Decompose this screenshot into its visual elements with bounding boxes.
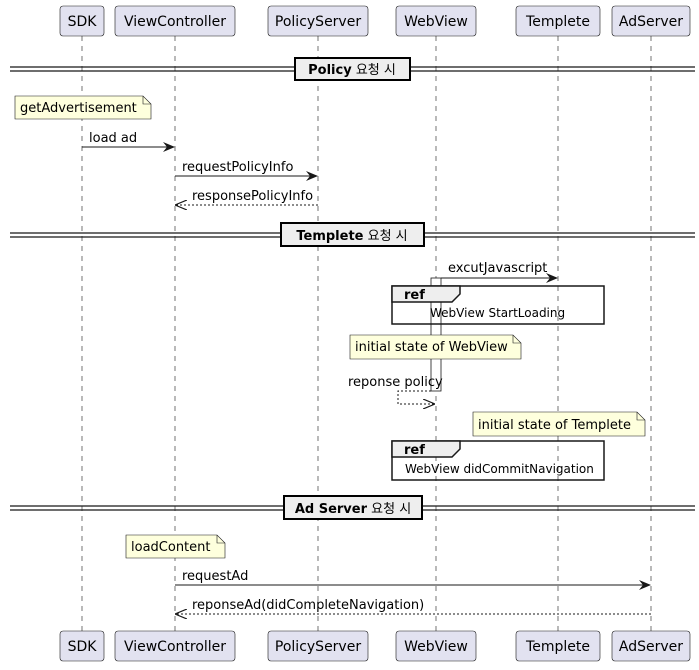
message-excut-javascript: excutJavascript [441, 261, 558, 283]
participant-viewcontroller: ViewController [114, 5, 236, 37]
note-text: initial state of WebView [355, 340, 508, 355]
participant-adserver: AdServer [611, 630, 691, 662]
message-reponse-ad: reponseAd(didCompleteNavigation) [176, 598, 651, 614]
participants-bottom: SDK ViewController PolicyServer WebView … [59, 630, 691, 662]
participant-label: Templete [525, 639, 590, 655]
participant-label: PolicyServer [275, 14, 361, 30]
section-title: Policy 요청 시 [308, 63, 396, 78]
note-text: loadContent [131, 540, 211, 555]
participant-sdk: SDK [59, 630, 105, 662]
message-request-policy-info: requestPolicyInfo [175, 160, 318, 181]
activation-bar-webview [430, 277, 442, 392]
participant-label: SDK [68, 639, 98, 655]
section-divider-templete: Templete 요청 시 [10, 222, 695, 247]
message-label: reponseAd(didCompleteNavigation) [192, 598, 424, 613]
message-label: reponse policy [348, 375, 443, 390]
message-label: requestAd [182, 569, 248, 584]
participant-label: PolicyServer [275, 639, 361, 655]
message-label: load ad [89, 131, 137, 146]
message-load-ad: load ad [82, 131, 175, 152]
participant-label: WebView [404, 639, 468, 655]
message-label: requestPolicyInfo [182, 160, 293, 175]
participant-webview: WebView [395, 5, 477, 37]
participant-label: WebView [404, 14, 468, 30]
participant-adserver: AdServer [611, 5, 691, 37]
ref-webview-did-commit-navigation: ref WebView didCommitNavigation [391, 440, 605, 481]
participants-top: SDK ViewController PolicyServer WebView … [59, 5, 691, 37]
ref-text: WebView StartLoading [430, 306, 565, 320]
message-label: responsePolicyInfo [192, 189, 313, 204]
section-divider-adserver: Ad Server 요청 시 [10, 495, 695, 520]
participant-webview: WebView [395, 630, 477, 662]
participant-label: AdServer [619, 639, 683, 655]
message-reponse-policy: reponse policy [348, 375, 443, 404]
participant-templete: Templete [515, 630, 601, 662]
note-text: initial state of Templete [478, 418, 631, 433]
ref-keyword: ref [404, 443, 425, 458]
message-request-ad: requestAd [175, 569, 651, 590]
participant-label: ViewController [124, 14, 226, 30]
ref-keyword: ref [404, 288, 425, 303]
participant-sdk: SDK [59, 5, 105, 37]
ref-webview-start-loading: ref WebView StartLoading [391, 285, 605, 325]
section-divider-policy: Policy 요청 시 [10, 57, 695, 81]
note-load-content: loadContent [125, 534, 226, 559]
message-label: excutJavascript [448, 261, 547, 276]
participant-label: AdServer [619, 14, 683, 30]
note-initial-state-templete: initial state of Templete [472, 411, 646, 437]
participant-label: ViewController [124, 639, 226, 655]
participant-policyserver: PolicyServer [267, 630, 369, 662]
message-response-policy-info: responsePolicyInfo [176, 189, 318, 205]
participant-viewcontroller: ViewController [114, 630, 236, 662]
note-initial-state-webview: initial state of WebView [349, 334, 522, 360]
section-title: Templete 요청 시 [296, 229, 407, 244]
participant-templete: Templete [515, 5, 601, 37]
section-title: Ad Server 요청 시 [295, 502, 411, 517]
note-text: getAdvertisement [20, 101, 137, 116]
note-getadvertisement: getAdvertisement [14, 95, 152, 120]
ref-text: WebView didCommitNavigation [405, 462, 594, 476]
participant-label: Templete [525, 14, 590, 30]
participant-policyserver: PolicyServer [267, 5, 369, 37]
participant-label: SDK [68, 14, 98, 30]
